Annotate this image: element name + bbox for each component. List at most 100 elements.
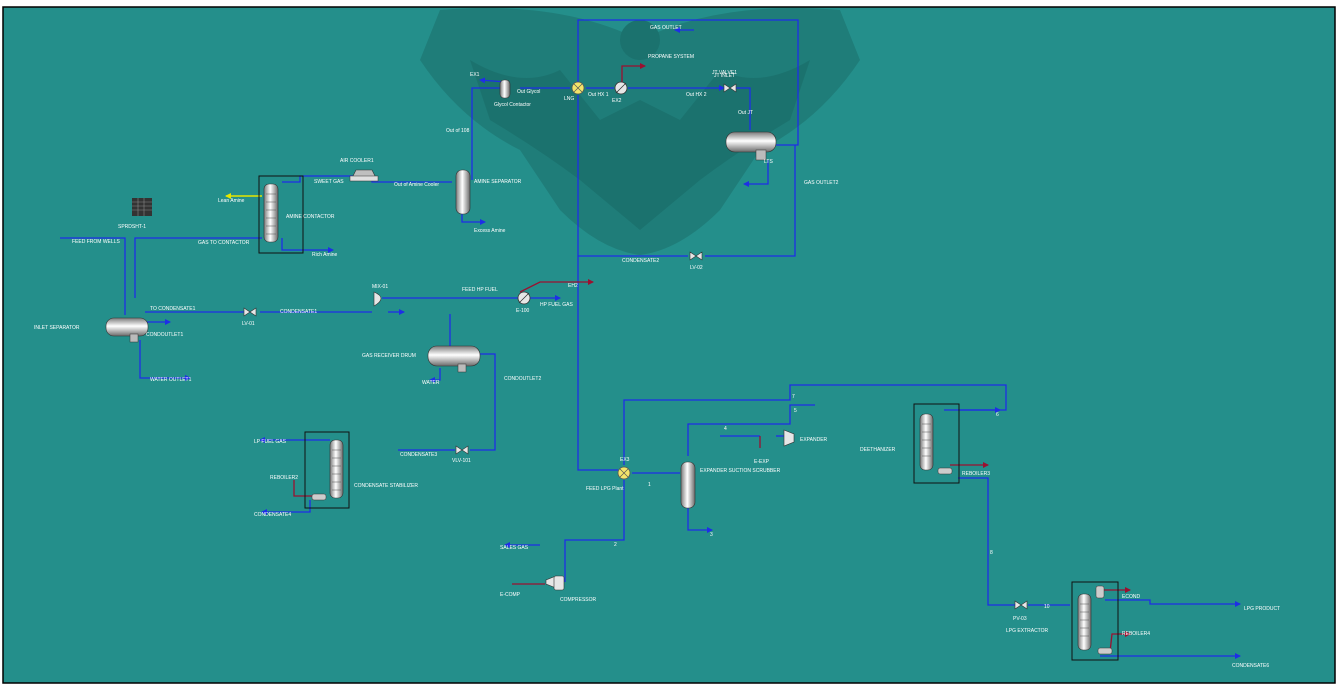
jt-inlet-label: JT INLET	[714, 73, 735, 79]
lv01-valve-icon[interactable]	[243, 307, 257, 317]
compressor-label: COMPRESSOR	[560, 597, 597, 603]
inlet-separator-icon[interactable]	[105, 317, 149, 343]
gas-outlet-label: GAS OUTLET	[650, 25, 682, 31]
amine-separator-label: AMINE SEPARATOR	[474, 179, 522, 185]
deethanizer-column-icon[interactable]	[913, 403, 960, 484]
lpg-extractor-column-icon[interactable]	[1071, 581, 1119, 661]
gas-receiver-label: GAS RECEIVER DRUM	[362, 353, 416, 359]
hp-fuel-gas-label: HP FUEL GAS	[540, 302, 573, 308]
wateroutlet1-label: WATER OUTLET1	[150, 377, 192, 383]
water-label: WATER	[422, 380, 440, 386]
sweet-gas-label: SWEET GAS	[314, 179, 344, 185]
vertical-vessel-icon[interactable]	[455, 169, 471, 215]
reboiler4-label: REBOILER4	[1122, 631, 1150, 637]
air-cooler-icon[interactable]	[349, 169, 379, 182]
feed-lpg-plant-label: FEED LPG Plant	[586, 486, 624, 492]
spreadsheet-icon[interactable]	[132, 198, 152, 216]
eh2-label: EH2	[568, 283, 578, 289]
pv03-label: PV-03	[1013, 616, 1027, 622]
watermark-logo	[420, 8, 860, 255]
expander-scrubber-icon[interactable]	[680, 461, 696, 509]
condoutlet2-label: CONDOUTLET2	[504, 376, 541, 382]
condoutlet1-label: CONDOUTLET1	[146, 332, 183, 338]
lv02-label: LV-02	[690, 265, 703, 271]
to-condensate1-label: TO CONDENSATE1	[150, 306, 196, 312]
condensate3-label: CONDENSATE3	[400, 452, 437, 458]
lean-amine-label: Lean Amine	[218, 198, 245, 204]
condensate-stabilizer-column-icon[interactable]	[304, 431, 350, 509]
rich-amine-label: Rich Amine	[312, 252, 338, 258]
lp-fuel-gas-label: LP FUEL GAS	[254, 439, 287, 445]
out-amine-cooler-label: Out of Amine Cooler	[394, 182, 439, 188]
expander-scrubber-label: EXPANDER SUCTION SCRUBBER	[700, 468, 781, 474]
condensate2-label: CONDENSATE2	[622, 258, 659, 264]
heat-exchanger-icon[interactable]	[614, 81, 628, 95]
amine-contactor-label: AMINE CONTACTOR	[286, 214, 335, 220]
eexp-label: E-EXP	[754, 459, 770, 465]
spreadsheet-label: SPRDSHT-1	[118, 224, 146, 230]
lts-label: LTS	[764, 159, 773, 165]
diagram-labels: GAS OUTLET PROPANE SYSTEM Out Glycol EX1…	[34, 25, 1280, 669]
lpg-extractor-label: LPG EXTRACTOR	[1006, 628, 1049, 634]
pv03-valve-icon[interactable]	[1014, 600, 1028, 610]
out-jt-label: Out JT	[738, 110, 753, 116]
lpg-product-label: LPG PRODUCT	[1244, 606, 1280, 612]
e100-label: E-100	[516, 308, 530, 314]
condoutlet-ltd-label: GAS OUTLET2	[804, 180, 839, 186]
excess-amine-label: Excess Amine	[474, 228, 506, 234]
condensate6-label: CONDENSATE6	[1232, 663, 1269, 669]
condensate1-label: CONDENSATE1	[280, 309, 317, 315]
valve-icon[interactable]	[723, 83, 737, 93]
mixer-icon[interactable]	[373, 291, 382, 307]
expander-label: EXPANDER	[800, 437, 828, 443]
lng-label: LNG	[564, 96, 574, 102]
feed-hp-fuel-label: FEED HP FUEL	[462, 287, 498, 293]
material-stream-lines	[60, 19, 1241, 659]
gas-to-contactor-label: GAS TO CONTACTOR	[198, 240, 250, 246]
jt-valve-label: JT VALVE1	[712, 70, 737, 76]
lv02-valve-icon[interactable]	[689, 251, 703, 261]
glycol-contactor-icon[interactable]	[499, 79, 511, 99]
stream-10-label: 10	[1044, 604, 1050, 610]
glycol-contactor-label: Glycol Contactor	[494, 102, 531, 108]
gas-receiver-drum-icon[interactable]	[427, 345, 481, 373]
ecomp-label: E-COMP	[500, 592, 521, 598]
feed-from-wells-label: FEED FROM WELLS	[72, 239, 120, 245]
condensate4-label: CONDENSATE4	[254, 512, 291, 518]
ex3-exchanger-icon[interactable]	[617, 466, 631, 480]
amine-contactor-column-icon[interactable]	[258, 175, 304, 254]
ex2-label: EX2	[612, 98, 622, 104]
air-cooler-label: AIR COOLER1	[340, 158, 374, 164]
econd-label: ECOND	[1122, 594, 1140, 600]
stream-5-label: 5	[794, 408, 797, 414]
deethanizer-label: DEETHANIZER	[860, 447, 896, 453]
propane-system-label: PROPANE SYSTEM	[648, 54, 694, 60]
horizontal-vessel-icon[interactable]	[725, 131, 777, 161]
out-hx2-label: Out HX 2	[686, 92, 707, 98]
heater-icon[interactable]	[517, 291, 531, 305]
stream-4-label: 4	[724, 426, 727, 432]
stream-2-label: 2	[614, 542, 617, 548]
vlv101-valve-icon[interactable]	[455, 445, 469, 455]
lng-exchanger-icon[interactable]	[571, 81, 585, 95]
stream-7-label: 7	[792, 394, 795, 400]
reboiler2-label: REBOILER2	[270, 475, 298, 481]
expander-icon[interactable]	[783, 429, 795, 447]
ex1-stream-label: EX1	[470, 72, 480, 78]
stream-3-label: 3	[710, 532, 713, 538]
vlv101-label: VLV-101	[452, 458, 471, 464]
reboiler3-label: REBOILER3	[962, 471, 990, 477]
stream-1-label: 1	[648, 482, 651, 488]
condensate-stabilizer-label: CONDENSATE STABILIZER	[354, 483, 418, 489]
out-hx1-label: Out HX 1	[588, 92, 609, 98]
out-of-108-label: Out of 108	[446, 128, 470, 134]
sales-gas-label: SALES GAS	[500, 545, 529, 551]
mix1-label: MIX-01	[372, 284, 388, 290]
stream-6-label: 6	[996, 412, 999, 418]
out-glycol-label: Out Glycol	[517, 89, 540, 95]
inlet-separator-label: INLET SEPARATOR	[34, 325, 80, 331]
stream-8-label: 8	[990, 550, 993, 556]
compressor-icon[interactable]	[545, 575, 565, 591]
ex3-label: EX3	[620, 457, 630, 463]
